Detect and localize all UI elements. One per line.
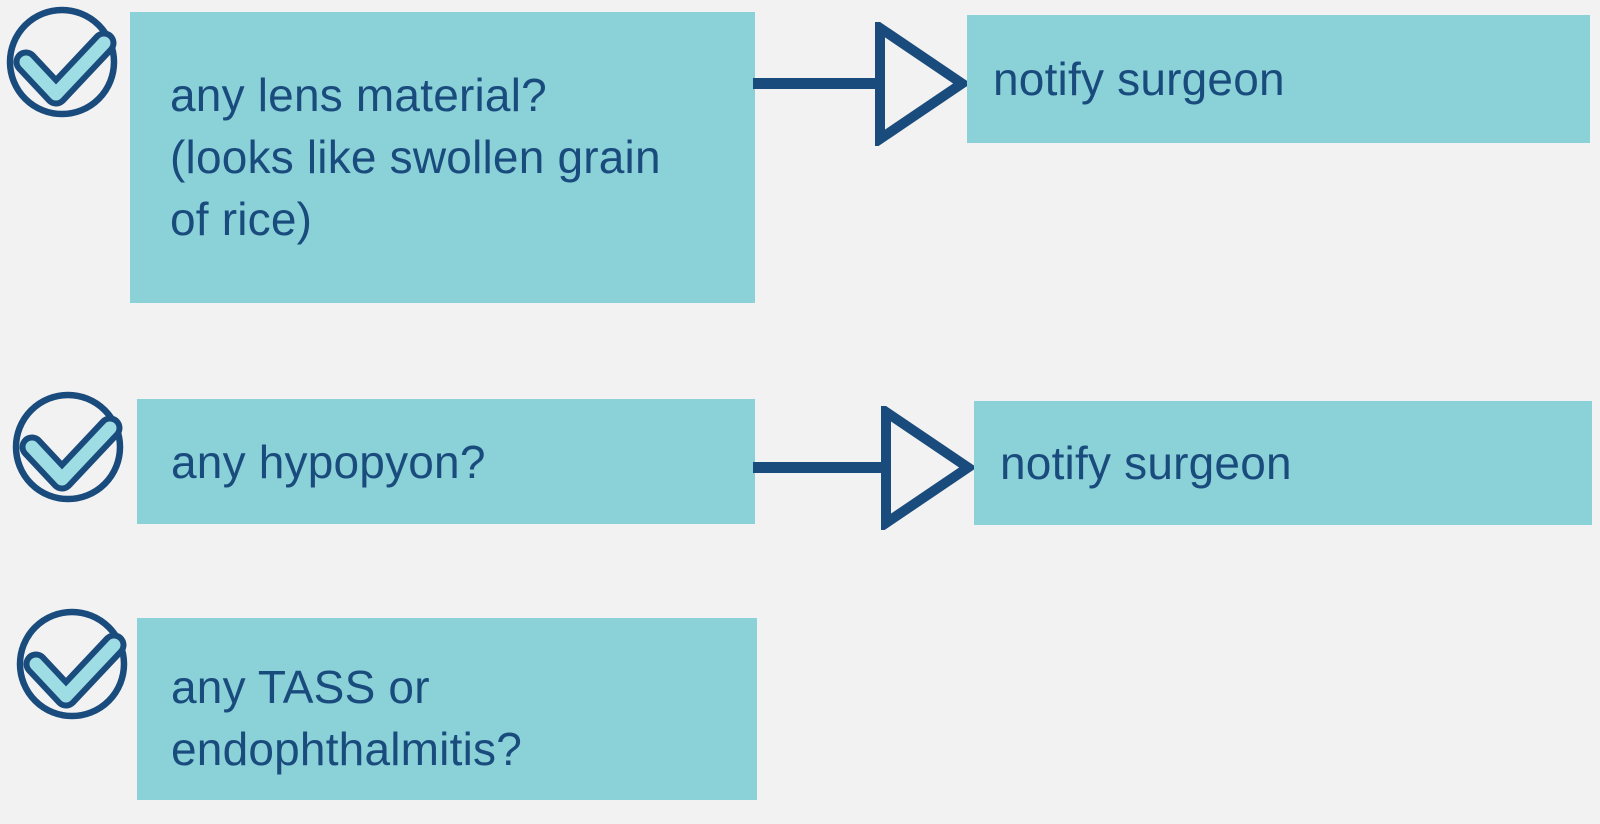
action-box-notify-surgeon: notify surgeon	[967, 15, 1590, 143]
check-circle-icon	[12, 391, 124, 503]
action-box-notify-surgeon: notify surgeon	[974, 401, 1592, 525]
question-box-tass-endophthalmitis: any TASS or endophthalmitis?	[137, 618, 757, 800]
flow-arrow-head-icon	[874, 18, 971, 151]
question-box-hypopyon: any hypopyon?	[137, 399, 755, 524]
action-text: notify surgeon	[993, 53, 1285, 105]
check-circle-icon	[16, 608, 128, 720]
action-text: notify surgeon	[1000, 437, 1292, 489]
flow-arrow-line	[753, 78, 879, 89]
flow-arrow-line	[753, 462, 885, 473]
flow-arrow-head-icon	[880, 402, 977, 535]
question-text: any lens material? (looks like swollen g…	[170, 69, 661, 245]
check-circle-icon	[6, 6, 118, 118]
question-text: any hypopyon?	[171, 435, 486, 488]
question-text: any TASS or endophthalmitis?	[171, 661, 522, 775]
question-box-lens-material: any lens material? (looks like swollen g…	[130, 12, 755, 303]
